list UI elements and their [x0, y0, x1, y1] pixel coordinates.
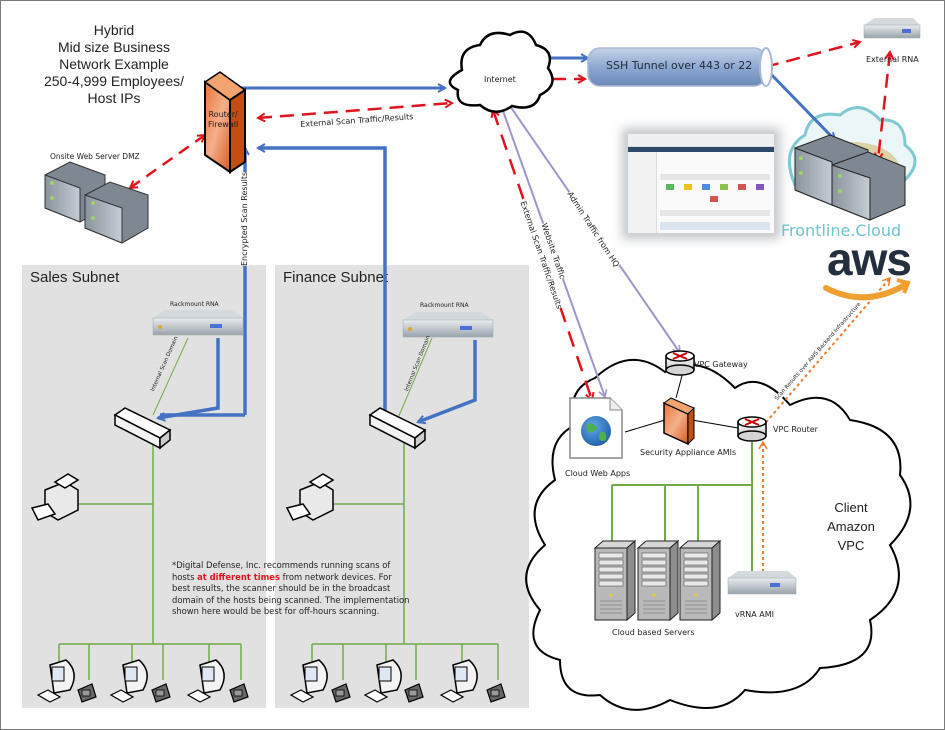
finance-printer-icon	[285, 473, 335, 521]
security-appliance-icon	[663, 397, 695, 446]
internet-label: Internet	[484, 75, 516, 84]
vpc-router-label: VPC Router	[773, 425, 818, 434]
recommendation-note: *Digital Defense, Inc. recommends runnin…	[172, 560, 412, 618]
link-aws-backend	[761, 276, 891, 428]
finance-lan-links	[311, 337, 499, 680]
finance-subnet-title: Finance Subnet	[283, 269, 389, 286]
cloud-based-servers-icon	[593, 539, 722, 622]
cloud-web-apps-icon	[569, 397, 623, 459]
frontline-dashboard-thumbnail	[627, 133, 775, 234]
cloud-web-apps-label: Cloud Web Apps	[565, 469, 631, 478]
vpc-lan-links	[611, 442, 753, 572]
ssh-tunnel-icon	[587, 47, 773, 87]
workstation-icon	[439, 659, 478, 703]
client-vpc-label-line: Amazon	[827, 519, 875, 534]
vpc-gateway-label: VPC Gateway	[694, 360, 748, 369]
sales-rna-label: Rackmount RNA	[170, 301, 219, 308]
finance-rackmount-rna-icon	[402, 312, 494, 338]
title-line: Host IPs	[87, 90, 141, 106]
ssh-tunnel-label: SSH Tunnel over 443 or 22	[606, 59, 753, 72]
vpc-router-icon	[737, 416, 767, 442]
encrypted-scan-label: Encrypted Scan Results	[240, 171, 249, 266]
internet-cloud	[448, 30, 554, 113]
sales-subnet-title: Sales Subnet	[30, 269, 120, 286]
workstation-icon	[363, 659, 402, 703]
security-appliance-label: Security Appliance AMIs	[640, 448, 737, 457]
finance-switch-icon	[368, 407, 427, 450]
title-line: Hybrid	[93, 22, 135, 38]
onsite-web-servers-icon	[44, 161, 149, 244]
note-text: from network devices. For best results, …	[172, 571, 410, 617]
link-external-rna-frontline-scan	[878, 52, 890, 160]
router-firewall-icon	[203, 71, 247, 174]
router-firewall-label: Router/ Firewall	[208, 110, 238, 130]
frontline-servers-icon	[794, 134, 906, 221]
note-text: *Digital Defense, Inc. recommends runnin…	[172, 560, 391, 582]
workstation-icon	[186, 659, 225, 703]
sales-rackmount-rna-icon	[152, 310, 244, 336]
vrna-ami-icon	[727, 571, 797, 595]
sales-switch-icon	[113, 407, 172, 450]
frontline-cloud-logo: Frontline.Cloud	[781, 221, 902, 240]
diagram-title: Hybrid Mid size Business Network Example…	[14, 22, 214, 107]
link-finance-rna-to-switch	[418, 340, 477, 422]
router-firewall-label-line: Router/	[208, 110, 238, 119]
link-tunnel-external-rna-scan	[765, 42, 860, 67]
link-finance-to-firewall	[258, 148, 387, 418]
link-tunnel-to-frontline	[763, 66, 835, 140]
note-highlight: at different times	[197, 571, 280, 582]
desk-phone-icon	[486, 683, 506, 703]
finance-rna-label: Rackmount RNA	[420, 302, 469, 309]
desk-phone-icon	[331, 683, 351, 703]
external-rna-label: External RNA	[866, 55, 919, 64]
client-vpc-label-line: Client	[834, 500, 868, 515]
host-workstations	[36, 659, 506, 703]
link-sales-rna-to-switch	[158, 338, 220, 418]
tower-server-icon	[636, 539, 680, 622]
external-rna-device-icon	[863, 18, 921, 39]
sales-printer-icon	[30, 473, 80, 521]
client-vpc-label: Client Amazon VPC	[816, 498, 886, 555]
title-line: 250-4,999 Employees/	[43, 73, 185, 89]
desk-phone-icon	[151, 683, 171, 703]
desk-phone-icon	[77, 683, 97, 703]
desk-phone-icon	[229, 683, 249, 703]
aws-smile-icon	[823, 282, 908, 301]
workstation-icon	[289, 659, 328, 703]
router-firewall-label-line: Firewall	[208, 120, 239, 129]
link-dmz-firewall-scan	[130, 135, 205, 188]
tower-server-icon	[593, 539, 637, 622]
vpc-internal-links	[624, 371, 739, 433]
cloud-servers-label: Cloud based Servers	[612, 628, 695, 637]
workstation-icon	[109, 659, 148, 703]
onsite-web-server-label: Onsite Web Server DMZ	[50, 152, 140, 161]
client-vpc-label-line: VPC	[837, 538, 865, 553]
desk-phone-icon	[404, 683, 424, 703]
aws-logo: aws	[827, 233, 912, 285]
aws-smile-arrow-icon	[896, 278, 911, 294]
vrna-ami-label: vRNA AMI	[735, 610, 775, 619]
vpc-gateway-icon	[665, 350, 695, 376]
workstation-icon	[36, 659, 75, 703]
title-line: Network Example	[59, 56, 169, 72]
link-firewall-internet-scan	[258, 103, 452, 118]
tower-server-icon	[678, 539, 722, 622]
title-line: Mid size Business	[57, 39, 171, 55]
sales-lan-links	[58, 337, 242, 680]
